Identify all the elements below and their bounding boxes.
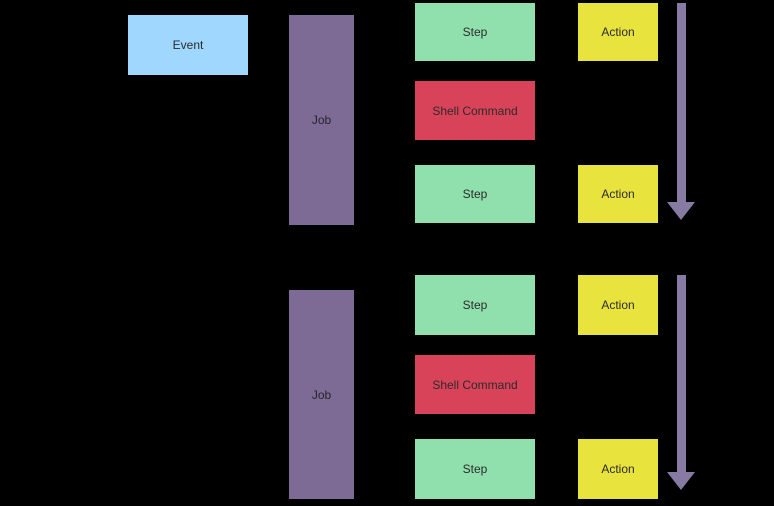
arrow-shaft — [676, 3, 686, 205]
event-box: Event — [128, 15, 248, 75]
step-box-4: Step — [415, 439, 535, 499]
step-box-3: Step — [415, 275, 535, 335]
job-box-1: Job — [289, 15, 354, 225]
step-box-2: Step — [415, 165, 535, 223]
job-box-2: Job — [289, 290, 354, 499]
action-box-1: Action — [578, 3, 658, 61]
action-box-4: Action — [578, 439, 658, 499]
shell-command-box-2: Shell Command — [415, 355, 535, 414]
arrow-head — [667, 202, 695, 220]
arrow-head — [667, 472, 695, 490]
action-box-2: Action — [578, 165, 658, 223]
action-box-3: Action — [578, 275, 658, 335]
down-arrow-icon-2 — [667, 275, 695, 490]
shell-command-box-1: Shell Command — [415, 81, 535, 140]
step-box-1: Step — [415, 3, 535, 61]
arrow-shaft — [676, 275, 686, 475]
down-arrow-icon-1 — [667, 3, 695, 220]
